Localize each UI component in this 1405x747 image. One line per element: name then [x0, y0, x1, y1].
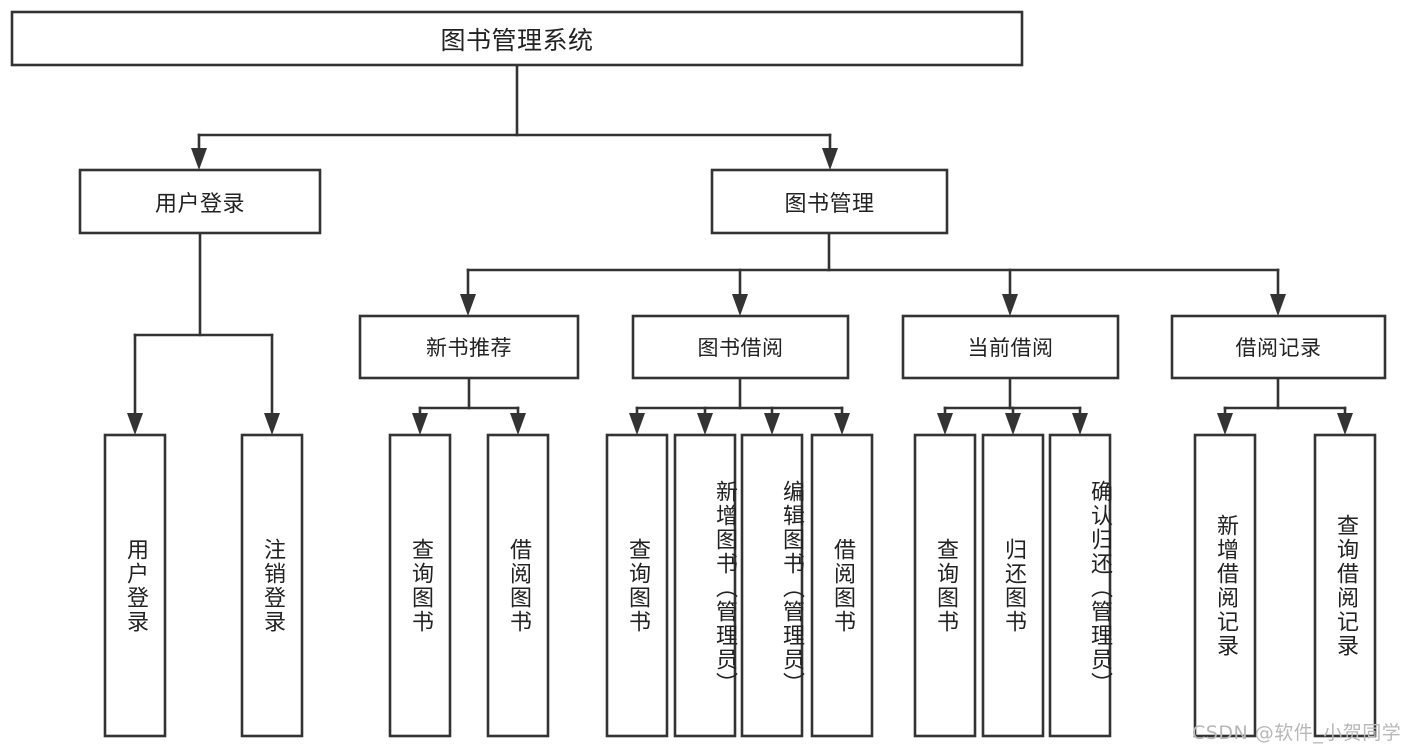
arrow-head-icon	[127, 413, 143, 435]
node-box-new-book-recommend[interactable]	[358, 314, 580, 380]
node-box-leaf-edit-book[interactable]	[740, 433, 804, 738]
node-label-borrow-record: 借阅记录	[1235, 336, 1322, 360]
node-label-leaf-query-book-3: 查询图书	[933, 537, 958, 634]
node-box-book-management[interactable]	[710, 168, 949, 235]
arrow-head-icon	[764, 413, 780, 435]
node-box-borrow-record[interactable]	[1170, 314, 1387, 380]
node-box-leaf-borrow-book-1[interactable]	[486, 433, 550, 738]
arrow-head-icon	[412, 413, 428, 435]
node-box-leaf-return-book[interactable]	[981, 433, 1045, 738]
node-label-leaf-add-borrow-record: 新增借阅记录	[1213, 513, 1238, 658]
node-box-leaf-query-book-3[interactable]	[913, 433, 977, 738]
arrow-head-icon	[1217, 413, 1233, 435]
node-box-current-borrow[interactable]	[901, 314, 1120, 380]
node-label-leaf-confirm-return: 确认归还（管理员）	[1087, 479, 1112, 696]
node-label-leaf-borrow-book-1: 借阅图书	[506, 537, 531, 634]
node-box-leaf-user-logout[interactable]	[240, 433, 304, 738]
arrow-head-icon	[1005, 413, 1021, 435]
arrow-head-icon	[1072, 413, 1088, 435]
arrow-head-icon	[510, 413, 526, 435]
node-label-book-management: 图书管理	[784, 191, 875, 217]
node-box-leaf-query-book-2[interactable]	[605, 433, 669, 738]
node-box-user-login[interactable]	[78, 168, 322, 235]
node-boxes-group	[10, 10, 1387, 738]
node-box-leaf-query-book-1[interactable]	[388, 433, 452, 738]
node-label-root: 图书管理系统	[440, 25, 594, 55]
node-box-root[interactable]	[10, 10, 1024, 67]
arrow-head-icon	[1270, 294, 1286, 316]
arrow-head-icon	[460, 294, 476, 316]
node-box-leaf-add-borrow-record[interactable]	[1193, 433, 1257, 738]
node-label-book-borrow: 图书借阅	[697, 336, 784, 360]
node-label-leaf-query-borrow-record: 查询借阅记录	[1333, 513, 1358, 658]
arrow-head-icon	[264, 413, 280, 435]
node-label-leaf-user-login: 用户登录	[123, 537, 148, 634]
edges-group	[127, 63, 1353, 435]
node-label-leaf-return-book: 归还图书	[1001, 537, 1026, 634]
node-box-leaf-confirm-return[interactable]	[1048, 433, 1112, 738]
arrow-head-icon	[822, 148, 838, 170]
node-label-leaf-borrow-book-2: 借阅图书	[830, 537, 855, 634]
arrow-head-icon	[834, 413, 850, 435]
node-label-current-borrow: 当前借阅	[967, 336, 1054, 360]
node-box-leaf-query-borrow-record[interactable]	[1313, 433, 1377, 738]
node-label-user-login: 用户登录	[154, 191, 245, 217]
arrow-head-icon	[697, 413, 713, 435]
node-box-leaf-add-book[interactable]	[673, 433, 737, 738]
node-label-leaf-user-logout: 注销登录	[260, 537, 285, 634]
arrow-head-icon	[191, 148, 207, 170]
arrow-head-icon	[1337, 413, 1353, 435]
node-label-leaf-query-book-2: 查询图书	[625, 537, 650, 634]
arrow-head-icon	[732, 294, 748, 316]
node-label-leaf-add-book: 新增图书（管理员）	[712, 479, 737, 696]
node-label-leaf-query-book-1: 查询图书	[408, 537, 433, 634]
node-box-book-borrow[interactable]	[631, 314, 850, 380]
arrow-head-icon	[937, 413, 953, 435]
node-label-new-book-recommend: 新书推荐	[426, 336, 512, 360]
node-box-leaf-user-login[interactable]	[103, 433, 167, 738]
node-label-leaf-edit-book: 编辑图书（管理员）	[779, 479, 804, 696]
arrow-head-icon	[629, 413, 645, 435]
arrow-head-icon	[1002, 294, 1018, 316]
node-box-leaf-borrow-book-2[interactable]	[810, 433, 874, 738]
